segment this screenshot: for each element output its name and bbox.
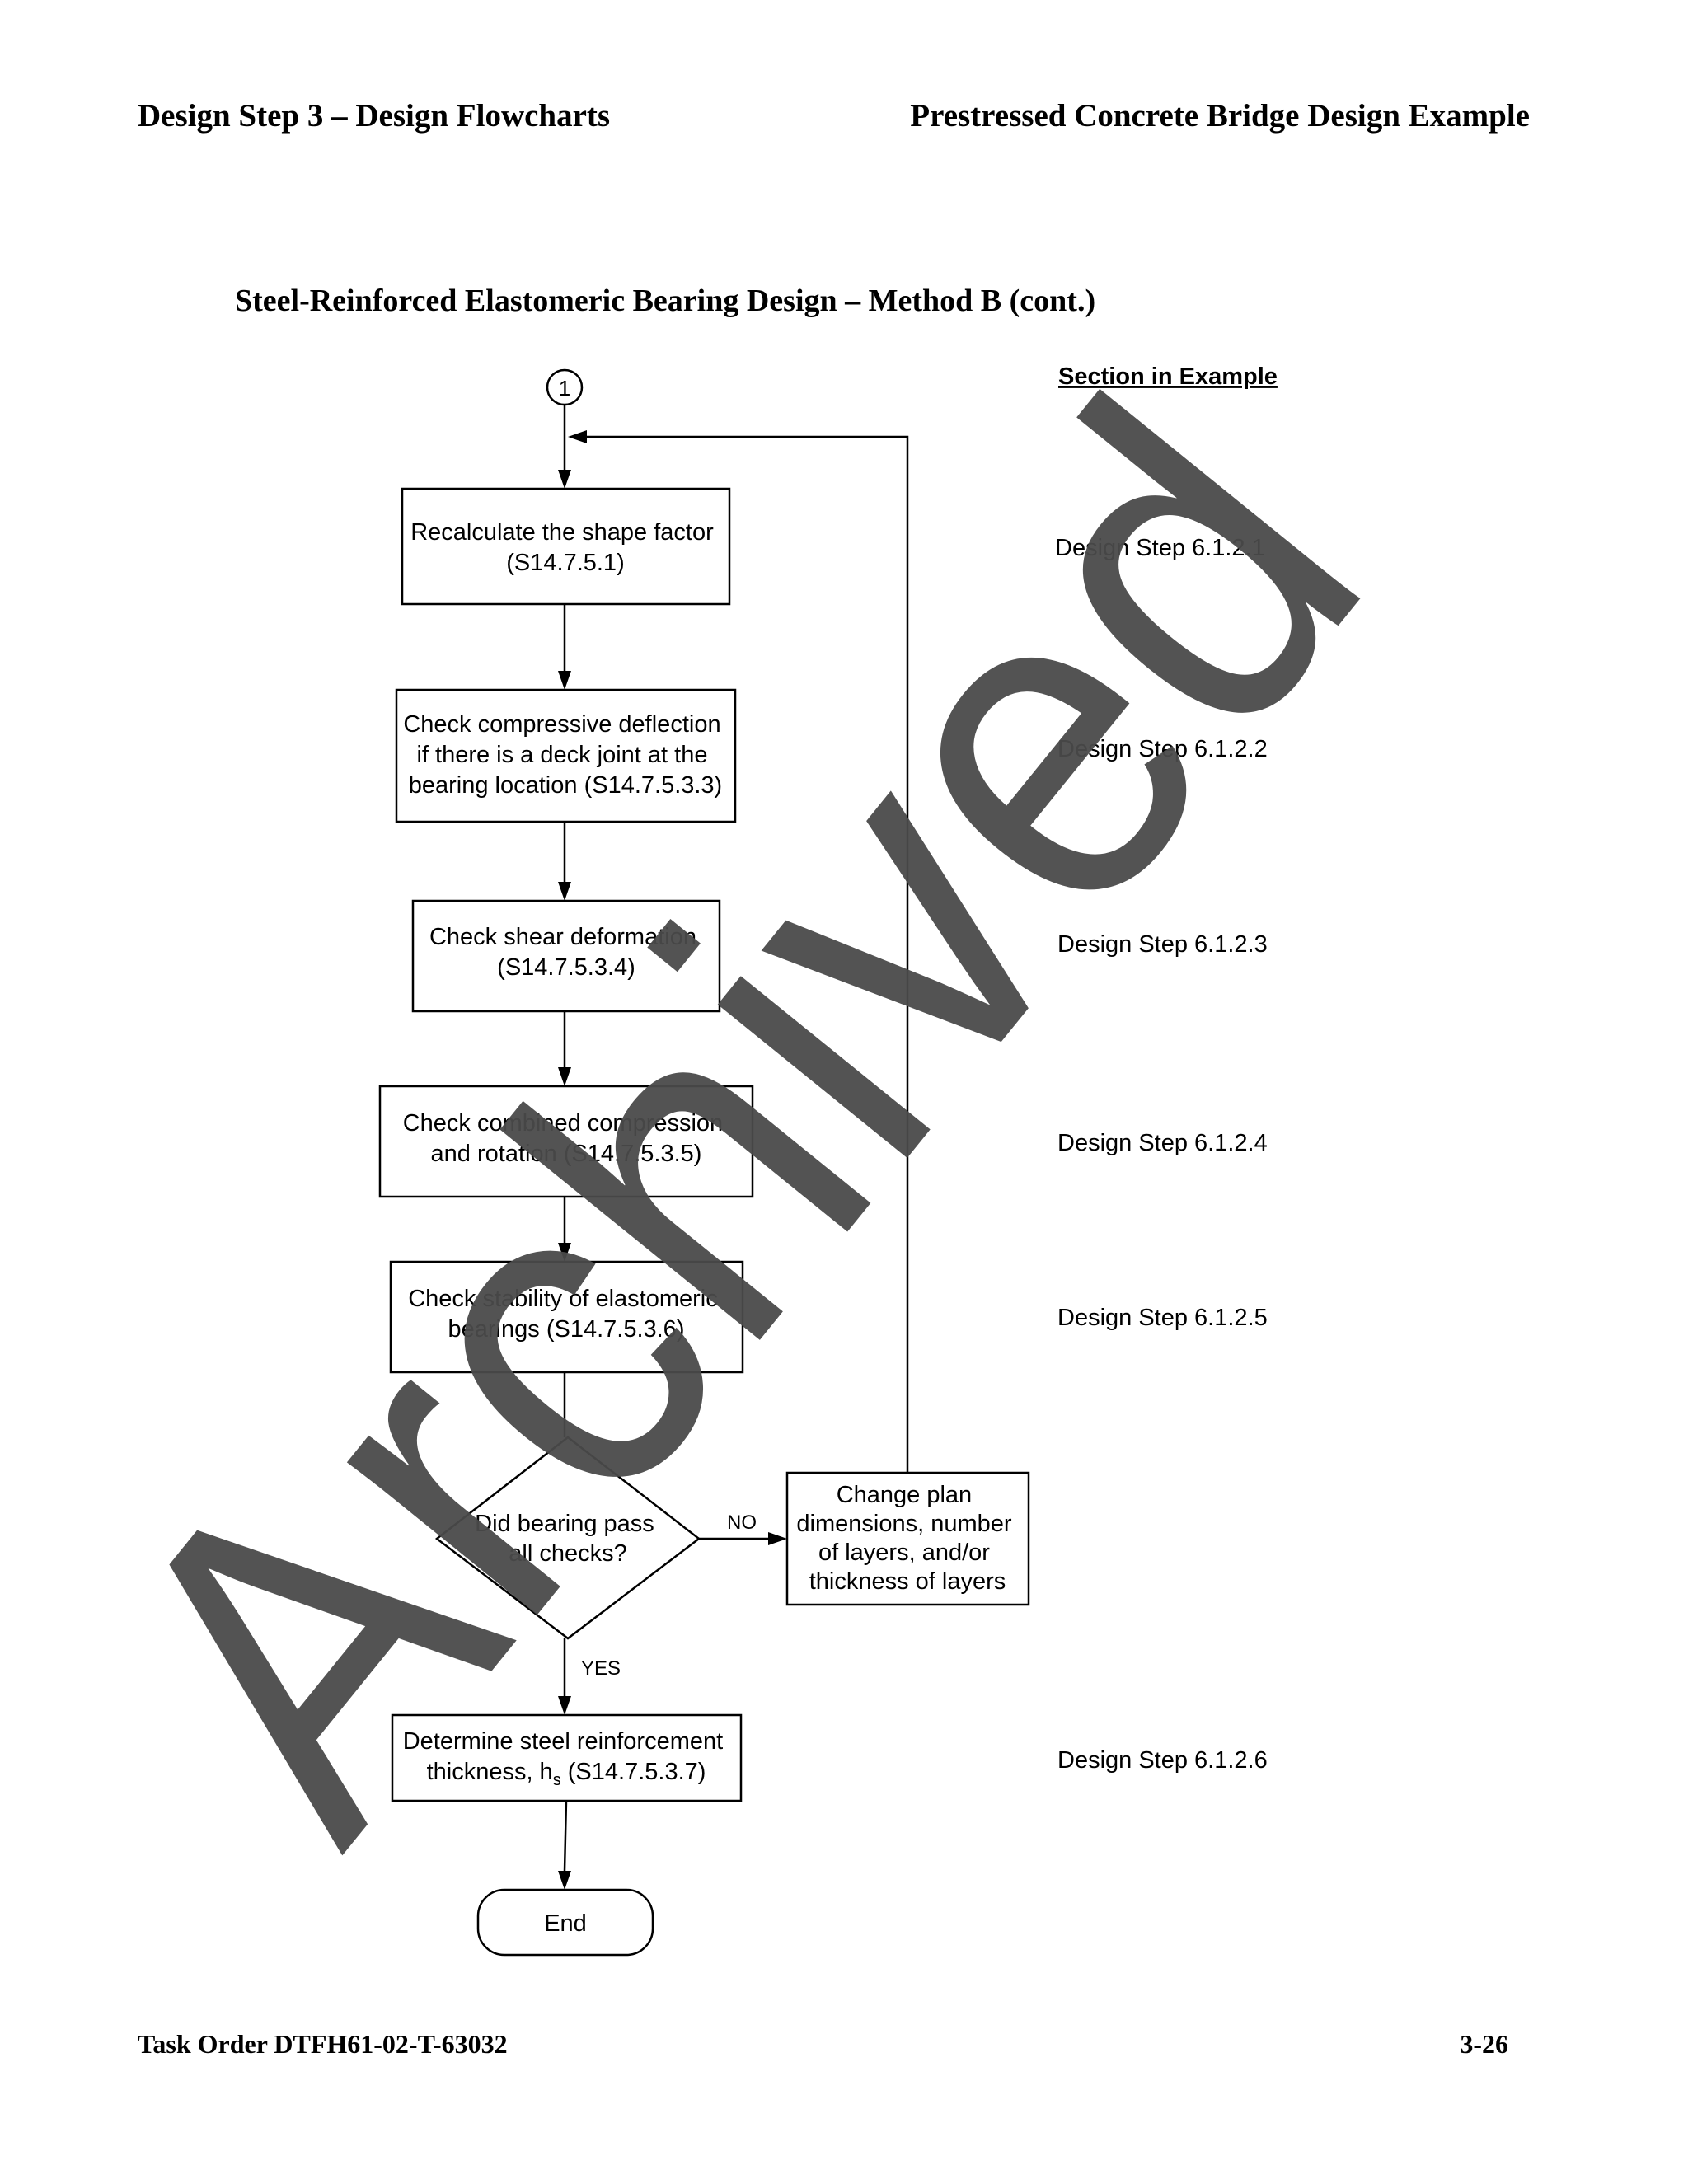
decision-bearing-passed-text: Did bearing pass all checks? xyxy=(475,1511,661,1567)
process-change-plan-dimensions-text: Change plan dimensions, number of layers… xyxy=(796,1482,1018,1595)
process-check-shear-deformation-text: Check shear deformation (S14.7.5.3.4) xyxy=(429,924,703,981)
process-check-compressive-deflection-text: Check compressive deflection if there is… xyxy=(403,711,727,799)
process-change-plan-dimensions xyxy=(785,1471,1030,1606)
section-ref-steel: Design Step 6.1.2.6 xyxy=(1057,1747,1268,1774)
process-recalculate-shape-factor xyxy=(401,487,731,606)
process-recalculate-shape-factor-text: Recalculate the shape factor (S14.7.5.1) xyxy=(410,519,720,576)
connector-label: 1 xyxy=(559,376,570,401)
section-ref-stability: Design Step 6.1.2.5 xyxy=(1057,1305,1268,1331)
edge-change-loop-back-arrow xyxy=(568,430,587,443)
section-ref-combined: Design Step 6.1.2.4 xyxy=(1057,1130,1268,1156)
process-check-compressive-deflection xyxy=(395,688,737,823)
process-check-combined-compression-rotation-text: Check combined compression and rotation … xyxy=(403,1110,730,1167)
decision-bearing-passed xyxy=(434,1436,701,1640)
edge-steel-to-end xyxy=(563,1800,568,1872)
edge-label-yes: YES xyxy=(581,1657,621,1680)
flowchart-title: Steel-Reinforced Elastomeric Bearing Des… xyxy=(235,284,1096,318)
edge-deflection-to-shear-arrow xyxy=(558,882,571,901)
section-ref-recalc: Design Step 6.1.2.1 xyxy=(1055,535,1265,561)
process-check-stability-text: Check stability of elastomeric bearings … xyxy=(408,1286,724,1343)
archived-watermark: Archived xyxy=(17,312,1456,1918)
process-check-combined-compression-rotation xyxy=(378,1085,754,1198)
terminal-end xyxy=(476,1888,654,1957)
process-check-stability xyxy=(389,1260,744,1374)
edge-combined-to-stability-arrow xyxy=(558,1243,571,1262)
edge-recalc-to-deflection-arrow xyxy=(558,671,571,690)
process-determine-steel-reinforcement xyxy=(391,1713,743,1802)
page-footer-task-order: Task Order DTFH61-02-T-63032 xyxy=(138,2029,508,2059)
edge-steel-to-end-arrow xyxy=(558,1871,571,1890)
edge-change-loop-back xyxy=(587,435,909,1473)
section-in-example-heading: Section in Example xyxy=(1058,363,1278,390)
edge-shear-to-combined-arrow xyxy=(558,1067,571,1086)
edge-decision-no-arrow xyxy=(768,1532,787,1545)
edge-decision-yes-arrow xyxy=(558,1696,571,1715)
connector-circle-1 xyxy=(546,368,584,406)
section-ref-shear: Design Step 6.1.2.3 xyxy=(1057,931,1268,958)
terminal-end-text: End xyxy=(544,1910,587,1937)
page-number: 3-26 xyxy=(1460,2029,1508,2059)
process-determine-steel-reinforcement-text: Determine steel reinforcement thickness,… xyxy=(403,1728,730,1789)
page-header-document: Prestressed Concrete Bridge Design Examp… xyxy=(910,98,1530,134)
edge-label-no: NO xyxy=(727,1511,757,1534)
page-header-title: Design Step 3 – Design Flowcharts xyxy=(138,98,611,134)
process-check-shear-deformation xyxy=(411,899,721,1013)
edge-connector-to-recalc-arrow xyxy=(558,470,571,489)
section-ref-deflection: Design Step 6.1.2.2 xyxy=(1057,736,1268,762)
